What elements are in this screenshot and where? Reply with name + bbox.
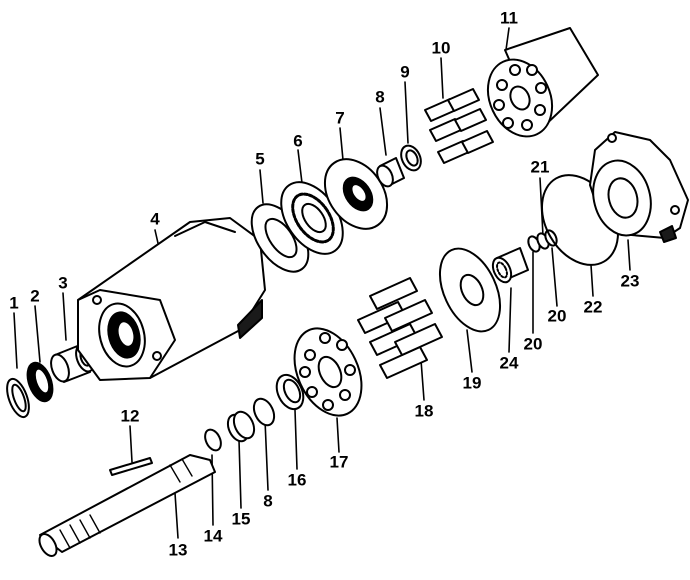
thrust-bearing-part xyxy=(280,181,344,255)
drive-shaft-part xyxy=(38,454,216,557)
callout-24: 24 xyxy=(499,353,519,373)
callout-5: 5 xyxy=(255,149,265,169)
callout-23: 23 xyxy=(620,271,640,291)
callout-9: 9 xyxy=(400,62,410,82)
callout-8-lower: 8 xyxy=(263,491,273,511)
callout-18: 18 xyxy=(414,401,434,421)
shaft-seal-part xyxy=(26,361,54,403)
callout-3: 3 xyxy=(58,273,68,293)
swash-plate-part xyxy=(323,158,389,230)
snap-ring-part xyxy=(6,377,30,419)
shaft-ring-set xyxy=(204,397,276,452)
callout-20-upper: 20 xyxy=(547,306,567,326)
callout-7: 7 xyxy=(335,108,345,128)
callout-10: 10 xyxy=(431,38,451,58)
callout-19: 19 xyxy=(462,373,482,393)
callout-8-upper: 8 xyxy=(375,87,385,107)
callout-16: 16 xyxy=(287,470,307,490)
callout-22: 22 xyxy=(583,297,603,317)
bushing-part-upper xyxy=(376,157,405,188)
callout-12: 12 xyxy=(120,406,140,426)
shaft-key-part xyxy=(109,457,153,476)
callout-20-lower: 20 xyxy=(523,334,543,354)
callout-1: 1 xyxy=(9,293,19,313)
retainer-ring-part xyxy=(400,144,422,172)
callout-21: 21 xyxy=(530,157,550,177)
rear-bearing-part xyxy=(491,247,529,284)
end-cover-part xyxy=(589,131,689,243)
callout-4: 4 xyxy=(150,209,160,229)
piston-set-lower xyxy=(357,277,443,379)
callout-13: 13 xyxy=(168,540,188,560)
retainer-plate-part xyxy=(293,327,363,417)
pump-housing-part xyxy=(77,217,266,381)
callout-11: 11 xyxy=(500,8,518,28)
callout-17: 17 xyxy=(329,452,349,472)
callout-2: 2 xyxy=(30,286,40,306)
callout-15: 15 xyxy=(231,509,251,529)
cylinder-block-part xyxy=(486,27,599,138)
piston-set-upper xyxy=(424,88,494,164)
callout-14: 14 xyxy=(203,526,223,546)
valve-plate-part xyxy=(438,247,502,333)
callout-6: 6 xyxy=(293,131,303,151)
